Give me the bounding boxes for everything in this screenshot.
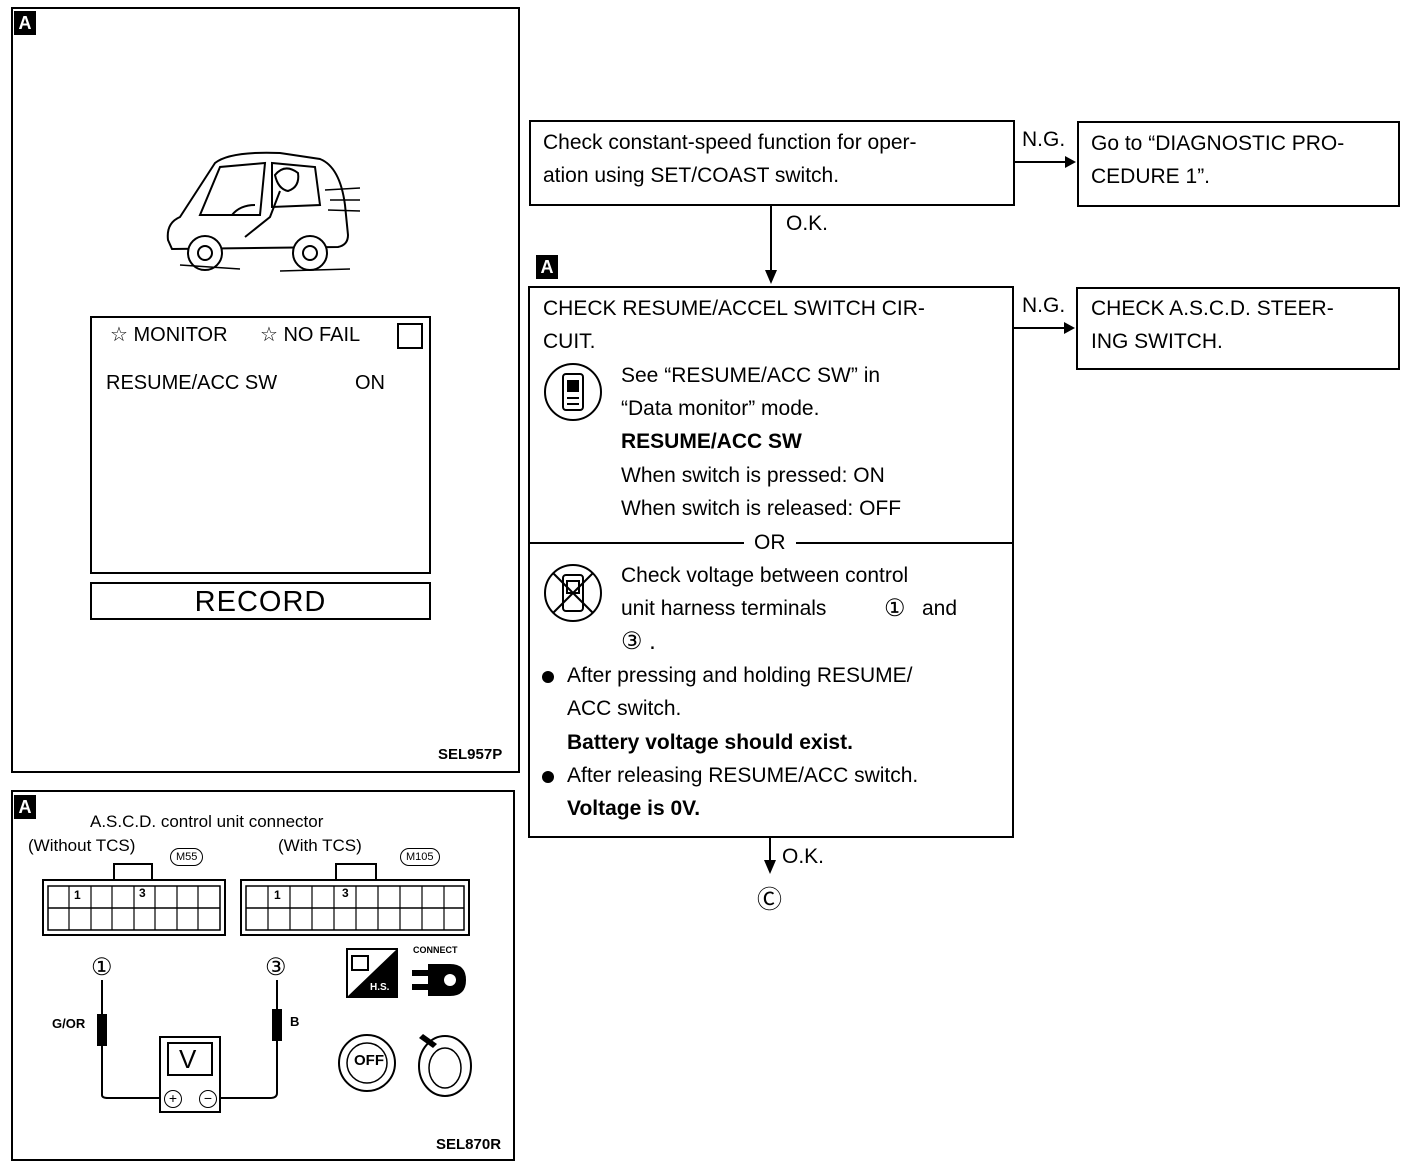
ng1-box-line2: CEDURE 1”. bbox=[1091, 165, 1211, 188]
ok2-arrow bbox=[764, 838, 776, 874]
or-label: OR bbox=[744, 526, 796, 559]
connector-left bbox=[42, 863, 226, 936]
figure-code-bottom: SEL870R bbox=[436, 1136, 502, 1153]
with-tcs-label: (With TCS) bbox=[278, 836, 362, 855]
minus-terminal-label: − bbox=[203, 1090, 213, 1106]
ignition-key-icon bbox=[418, 1034, 472, 1097]
bullet1-line3: Battery voltage should exist. bbox=[567, 731, 853, 754]
monitor-item-value: ON bbox=[355, 372, 385, 394]
figure-code-top: SEL957P bbox=[438, 746, 503, 763]
pin-1-left: 1 bbox=[74, 888, 81, 902]
end-connector-symbol: Ⓒ bbox=[757, 886, 783, 914]
ng2-box bbox=[1076, 287, 1400, 370]
wire-color-left: G/OR bbox=[52, 1016, 86, 1031]
connect-icon bbox=[412, 964, 466, 996]
bullet1-line1: After pressing and holding RESUME/ bbox=[567, 664, 913, 687]
ok2-label: O.K. bbox=[782, 845, 825, 868]
ng2-label: N.G. bbox=[1022, 294, 1066, 317]
voltage-line2a: unit harness terminals bbox=[621, 597, 827, 620]
car-driver-illustration bbox=[166, 151, 361, 272]
ng1-box bbox=[1077, 121, 1400, 207]
consult-tester-icon bbox=[544, 363, 602, 421]
without-tcs-label: (Without TCS) bbox=[28, 836, 136, 855]
wire-color-right: B bbox=[290, 1014, 300, 1029]
step1-box bbox=[529, 120, 1015, 206]
monitor-item-name: RESUME/ACC SW bbox=[106, 372, 278, 394]
bullet2-line1: After releasing RESUME/ACC switch. bbox=[567, 764, 919, 787]
ok1-label: O.K. bbox=[786, 212, 829, 235]
disconnect-harness-icon bbox=[346, 948, 398, 998]
voltage-terminal-1: ① bbox=[884, 595, 906, 622]
plus-terminal: + bbox=[164, 1090, 182, 1108]
voltmeter-label: V bbox=[179, 1044, 197, 1074]
probe-right-number: ③ bbox=[265, 954, 287, 981]
record-button[interactable]: RECORD bbox=[90, 582, 431, 620]
voltage-line1: Check voltage between control bbox=[621, 564, 909, 587]
hs-label: H.S. bbox=[370, 982, 390, 993]
bullet-1 bbox=[542, 671, 554, 683]
step2-tag: A bbox=[536, 255, 558, 279]
pin-3-left: 3 bbox=[139, 886, 146, 900]
record-button-label: RECORD bbox=[194, 586, 327, 618]
consult-line2: “Data monitor” mode. bbox=[621, 397, 820, 420]
connector-code-left: M55 bbox=[170, 848, 204, 866]
ok1-arrow bbox=[765, 206, 777, 284]
step2-title2: CUIT. bbox=[543, 330, 596, 353]
ng1-arrow bbox=[1015, 156, 1076, 168]
bullet-2 bbox=[542, 771, 554, 783]
bullet1-line2: ACC switch. bbox=[567, 697, 682, 720]
step2-title1: CHECK RESUME/ACCEL SWITCH CIR- bbox=[543, 297, 925, 320]
probe-left-number: ① bbox=[91, 954, 113, 981]
ng2-box-line1: CHECK A.S.C.D. STEER- bbox=[1091, 297, 1334, 320]
plus-terminal-label: + bbox=[168, 1090, 178, 1106]
voltage-line2c: and bbox=[922, 597, 958, 620]
monitor-label: ☆ MONITOR bbox=[110, 324, 228, 346]
pin-1-right: 1 bbox=[274, 888, 281, 902]
consult-line5: When switch is released: OFF bbox=[621, 497, 902, 520]
monitor-screen bbox=[90, 316, 431, 574]
ignition-off-label: OFF bbox=[354, 1052, 384, 1069]
ng1-label: N.G. bbox=[1022, 128, 1066, 151]
consult-line3: RESUME/ACC SW bbox=[621, 430, 802, 453]
panel-tag: A bbox=[14, 11, 36, 35]
connector-code-right: M105 bbox=[400, 848, 440, 866]
ignition-off-icon bbox=[338, 1034, 396, 1092]
nofail-checkbox[interactable] bbox=[397, 323, 423, 349]
panel-tag-bottom: A bbox=[14, 795, 36, 819]
nofail-label: ☆ NO FAIL bbox=[260, 324, 361, 346]
connector-right bbox=[240, 863, 470, 936]
ng1-box-line1: Go to “DIAGNOSTIC PRO- bbox=[1091, 132, 1345, 155]
pin-3-right: 3 bbox=[342, 886, 349, 900]
connect-label: CONNECT bbox=[413, 945, 458, 955]
connector-title: A.S.C.D. control unit connector bbox=[90, 812, 324, 831]
minus-terminal: − bbox=[199, 1090, 217, 1108]
bullet2-line2: Voltage is 0V. bbox=[567, 797, 701, 820]
step1-line1: Check constant-speed function for oper- bbox=[543, 131, 917, 154]
step1-line2: ation using SET/COAST switch. bbox=[543, 164, 840, 187]
step2-box bbox=[528, 286, 1014, 838]
ng2-box-line2: ING SWITCH. bbox=[1091, 330, 1223, 353]
no-tester-icon bbox=[544, 564, 602, 622]
consult-line4: When switch is pressed: ON bbox=[621, 464, 885, 487]
voltage-line3: ③ . bbox=[621, 628, 656, 655]
ng2-arrow bbox=[1014, 322, 1075, 334]
consult-line1: See “RESUME/ACC SW” in bbox=[621, 364, 881, 387]
